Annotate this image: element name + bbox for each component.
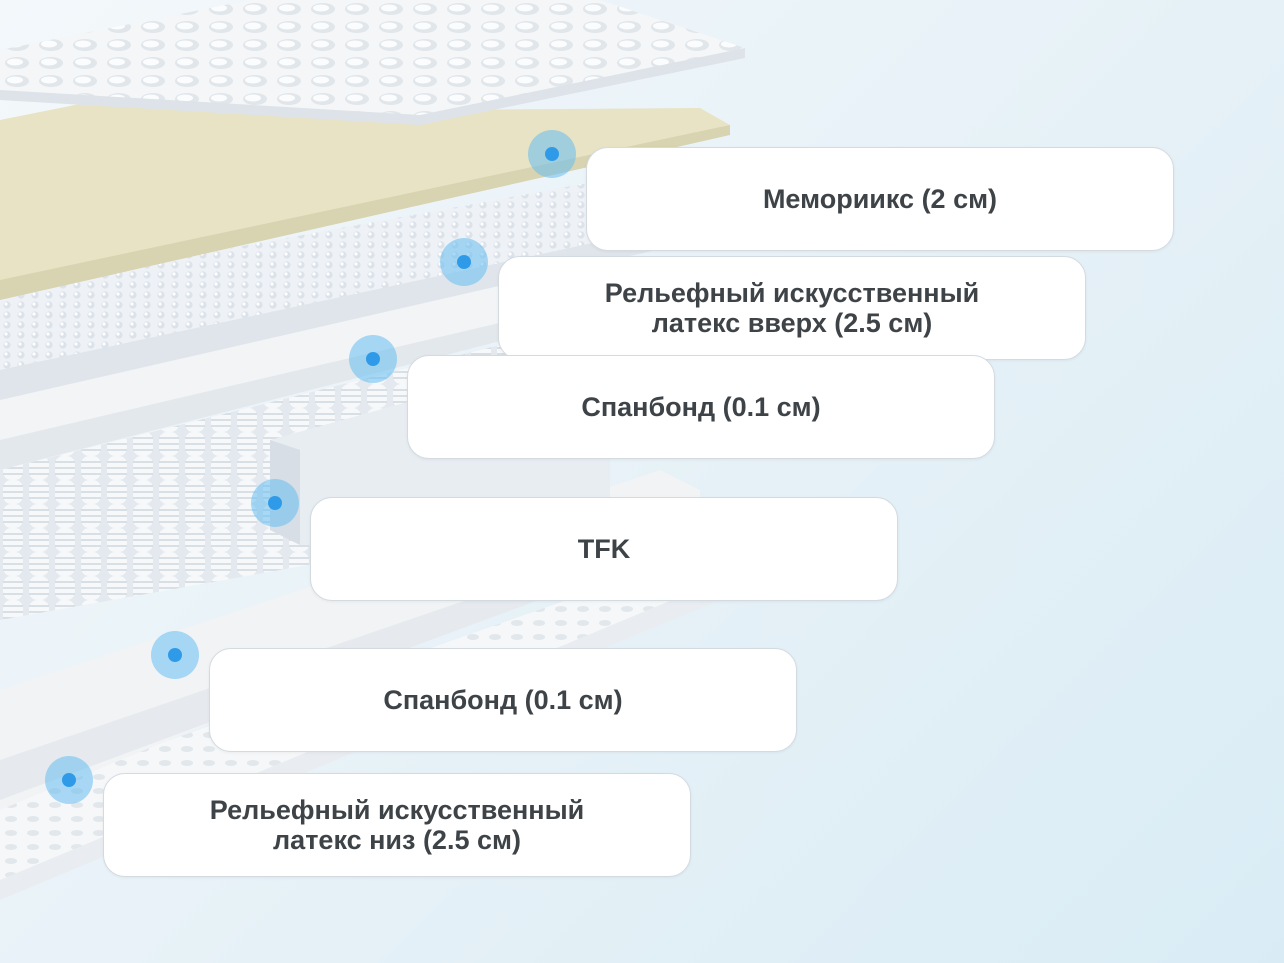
label-spunbond-top: Спанбонд (0.1 см): [407, 355, 995, 459]
label-spunbond-bottom-text: Спанбонд (0.1 см): [383, 685, 623, 715]
label-tfk-text: TFK: [577, 534, 631, 564]
marker-latex-top[interactable]: [440, 238, 488, 286]
label-memorix: Мемориикс (2 см): [586, 147, 1174, 251]
marker-latex-bottom[interactable]: [45, 756, 93, 804]
label-latex-bottom: Рельефный искусственный латекс низ (2.5 …: [103, 773, 691, 877]
label-latex-top-text: Рельефный искусственный латекс вверх (2.…: [604, 278, 980, 338]
marker-spunbond-bottom[interactable]: [151, 631, 199, 679]
label-latex-bottom-text: Рельефный искусственный латекс низ (2.5 …: [209, 795, 585, 855]
label-latex-top: Рельефный искусственный латекс вверх (2.…: [498, 256, 1086, 360]
marker-memorix[interactable]: [528, 130, 576, 178]
label-spunbond-bottom: Спанбонд (0.1 см): [209, 648, 797, 752]
marker-tfk[interactable]: [251, 479, 299, 527]
label-tfk: TFK: [310, 497, 898, 601]
label-memorix-text: Мемориикс (2 см): [762, 184, 998, 214]
label-spunbond-top-text: Спанбонд (0.1 см): [581, 392, 821, 422]
marker-spunbond-top[interactable]: [349, 335, 397, 383]
